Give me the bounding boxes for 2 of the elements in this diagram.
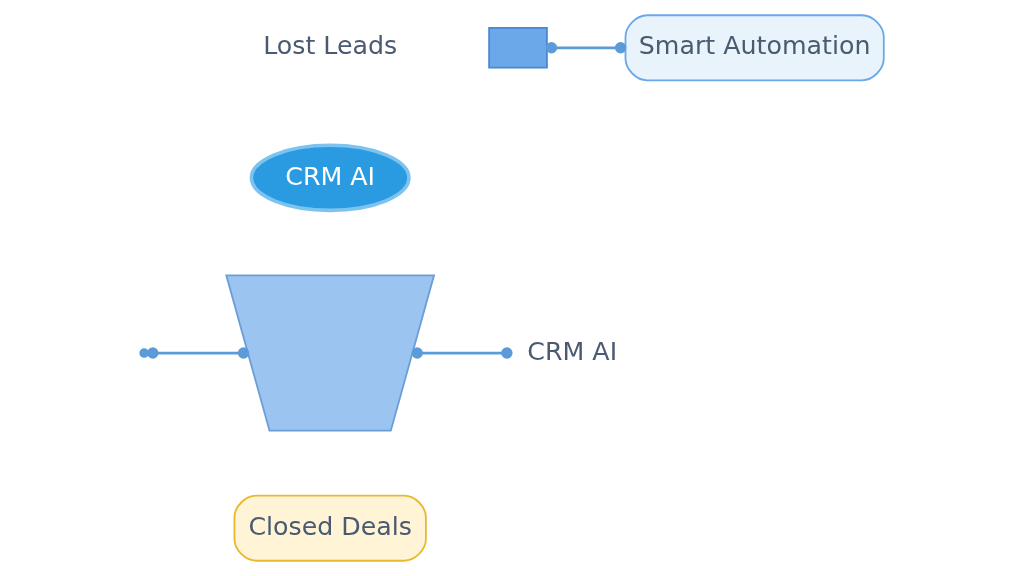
node-text: Lost Leads — [263, 31, 398, 61]
node-text: CRM AI — [527, 336, 618, 366]
